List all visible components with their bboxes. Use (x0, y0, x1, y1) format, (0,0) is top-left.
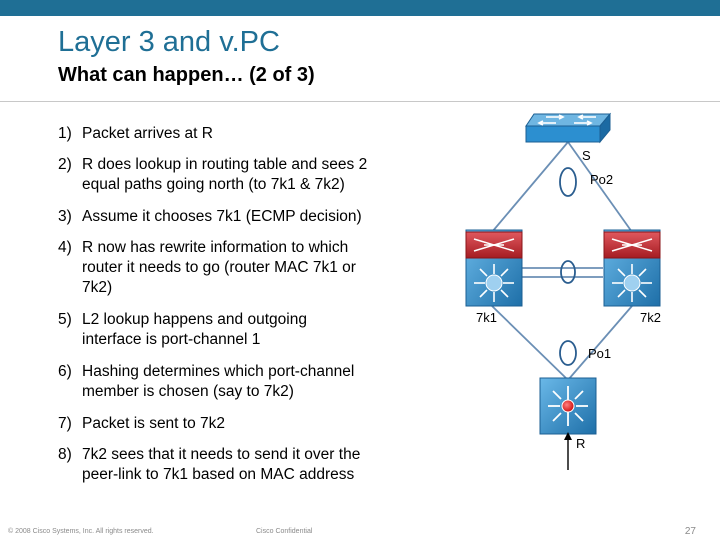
slide-subtitle: What can happen… (2 of 3) (58, 64, 315, 86)
step-line: 7k2) (82, 279, 113, 296)
footer-confidential: Cisco Confidential (256, 528, 313, 535)
top-banner (0, 0, 720, 16)
po1-label: Po1 (588, 346, 612, 361)
step-line: Packet is sent to 7k2 (82, 415, 226, 432)
step-number: 5) (58, 311, 72, 328)
title-divider (0, 101, 720, 102)
link-7k1-r (491, 305, 569, 381)
po1-ellipse-icon (559, 340, 577, 366)
page-number: 27 (684, 526, 696, 537)
packet-icon (561, 399, 575, 413)
step-line: 7k2 sees that it needs to send it over t… (82, 446, 361, 463)
step-line: router it needs to go (router MAC 7k1 or (82, 259, 356, 276)
link-s-7k2 (567, 141, 633, 233)
nexus-7000-icon (465, 229, 523, 307)
step-6: 6) Hashing determines which port-channel… (58, 362, 354, 402)
slide-title: Layer 3 and v.PC (58, 26, 280, 58)
nexus-7000-icon (603, 229, 661, 307)
right-router-label: 7k2 (640, 310, 661, 325)
step-line: R does lookup in routing table and sees … (82, 156, 368, 173)
po2-label: Po2 (590, 172, 614, 187)
step-line: equal paths going north (to 7k1 & 7k2) (82, 176, 345, 193)
step-number: 6) (58, 363, 72, 380)
step-3: 3) Assume it chooses 7k1 (ECMP decision) (58, 207, 362, 227)
layer3-switch-icon (539, 377, 597, 435)
step-line: Assume it chooses 7k1 (ECMP decision) (82, 208, 362, 225)
step-1: 1) Packet arrives at R (58, 124, 213, 144)
step-line: interface is port-channel 1 (82, 331, 261, 348)
step-7: 7) Packet is sent to 7k2 (58, 414, 225, 434)
step-number: 1) (58, 125, 72, 142)
step-number: 7) (58, 415, 72, 432)
step-line: R now has rewrite information to which (82, 239, 349, 256)
step-line: peer-link to 7k1 based on MAC address (82, 466, 355, 483)
packet-arrow-icon (564, 432, 572, 470)
switch-label: S (582, 148, 591, 163)
po2-ellipse-icon (559, 167, 577, 197)
router-label: R (576, 436, 586, 451)
step-line: Hashing determines which port-channel (82, 363, 355, 380)
left-router-label: 7k1 (476, 310, 497, 325)
step-8: 8) 7k2 sees that it needs to send it ove… (58, 445, 360, 485)
step-number: 8) (58, 446, 72, 463)
step-number: 3) (58, 208, 72, 225)
peer-link-ellipse-icon (560, 260, 576, 284)
step-line: L2 lookup happens and outgoing (82, 311, 307, 328)
step-4: 4) R now has rewrite information to whic… (58, 238, 356, 298)
step-5: 5) L2 lookup happens and outgoing interf… (58, 310, 307, 350)
workgroup-switch-icon (525, 112, 612, 144)
step-number: 2) (58, 156, 72, 173)
link-s-7k1 (491, 141, 569, 233)
footer-copyright: © 2008 Cisco Systems, Inc. All rights re… (8, 528, 154, 535)
step-line: member is chosen (say to 7k2) (82, 383, 294, 400)
step-line: Packet arrives at R (82, 125, 213, 142)
link-7k2-r (567, 305, 633, 381)
step-number: 4) (58, 239, 72, 256)
step-2: 2) R does lookup in routing table and se… (58, 155, 367, 195)
